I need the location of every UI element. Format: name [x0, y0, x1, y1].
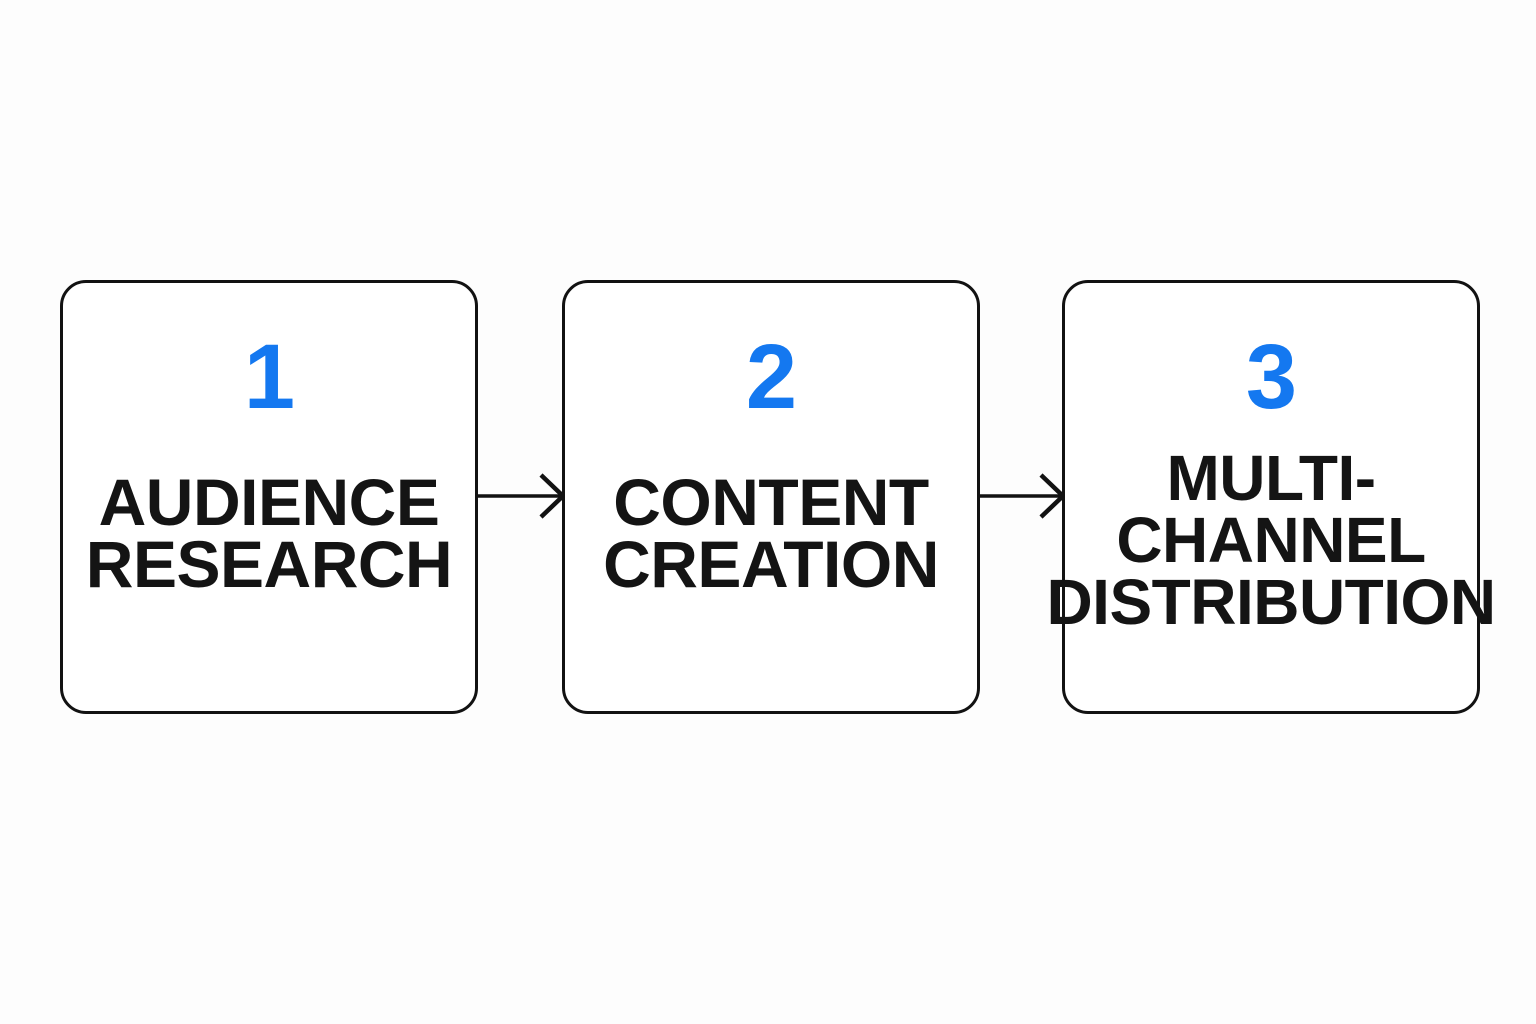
step-box-content-creation[interactable]: 2 CONTENT CREATION	[562, 280, 980, 714]
step-number-1: 1	[243, 326, 295, 428]
step-label-2: CONTENT CREATION	[603, 465, 939, 601]
step-box-multi-channel-distribution[interactable]: 3 MULTI- CHANNEL DISTRIBUTION	[1046, 280, 1496, 714]
step-number-3: 3	[1245, 326, 1297, 428]
step-number-2: 2	[745, 326, 797, 428]
arrow-connector-1-to-2	[476, 472, 568, 520]
step-box-audience-research[interactable]: 1 AUDIENCE RESEARCH	[60, 280, 478, 714]
step-label-3: MULTI- CHANNEL DISTRIBUTION	[1046, 442, 1496, 638]
arrow-right-icon	[477, 473, 567, 519]
step-label-1: AUDIENCE RESEARCH	[85, 465, 453, 601]
